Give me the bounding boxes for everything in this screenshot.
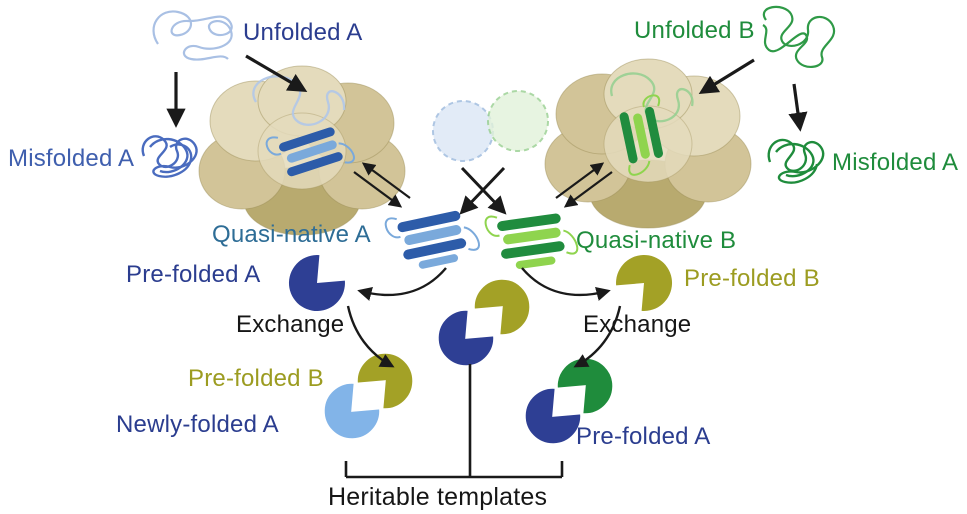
ribbon-in-chaperonin-left xyxy=(265,127,355,177)
substrate-loop-left xyxy=(252,75,346,126)
equilibrium-arrow-right-up xyxy=(555,162,605,199)
central-heterodimer-template xyxy=(425,266,543,379)
template-newly-folded-a xyxy=(311,340,426,452)
quasi-native-b-ribbon xyxy=(484,213,579,269)
unfolded-b-squiggle xyxy=(762,5,836,68)
exchange-arc-left-upper xyxy=(357,267,447,301)
label-pre-folded-b-lower: Pre-folded B xyxy=(188,365,324,392)
arrow-unfolded-b-to-chaperonin xyxy=(698,58,755,95)
label-exchange-left: Exchange xyxy=(236,311,345,338)
unfolded-a-squiggle xyxy=(152,10,233,61)
exchange-arc-left-lower xyxy=(346,305,395,368)
blocked-cross-arrow-2 xyxy=(459,166,506,215)
arrow-unfolded-a-to-chaperonin xyxy=(245,54,308,92)
central-template-blue-half xyxy=(425,302,502,379)
label-unfolded-a: Unfolded A xyxy=(243,19,363,46)
label-misfolded-a-left: Misfolded A xyxy=(8,145,135,172)
ghost-substrate-blue xyxy=(432,100,494,162)
label-pre-folded-a-upper: Pre-folded A xyxy=(126,261,261,288)
label-exchange-right: Exchange xyxy=(583,311,692,338)
equilibrium-arrow-left-up xyxy=(361,162,411,199)
exchange-arc-right-upper xyxy=(521,267,611,301)
exchange-arc-right-lower xyxy=(573,305,622,368)
quasi-native-a-ribbon xyxy=(384,210,480,269)
chaperonin-complex-right xyxy=(544,58,752,229)
label-misfolded-a-right: Misfolded A xyxy=(832,149,959,176)
misfolded-a-right-blob xyxy=(767,138,825,184)
arrow-unfolded-b-to-misfolded xyxy=(788,83,808,132)
arrows xyxy=(166,54,808,479)
ribbon-in-chaperonin-right xyxy=(619,94,663,176)
equilibrium-arrow-right-down xyxy=(563,171,613,208)
central-template-olive-half xyxy=(466,266,543,343)
label-newly-folded-a: Newly-folded A xyxy=(116,411,279,438)
heritable-bracket xyxy=(344,364,564,479)
misfolded-a-left-blob xyxy=(141,135,198,178)
label-heritable-templates: Heritable templates xyxy=(328,483,548,511)
label-pre-folded-b-upper: Pre-folded B xyxy=(684,265,820,292)
label-unfolded-b: Unfolded B xyxy=(634,17,755,44)
label-quasi-native-b: Quasi-native B xyxy=(576,227,737,254)
equilibrium-arrow-left-down xyxy=(353,171,403,208)
lower-left-olive-half xyxy=(349,340,426,417)
ghost-substrate-green xyxy=(487,90,549,152)
label-quasi-native-a: Quasi-native A xyxy=(212,221,371,248)
label-pre-folded-a-lower: Pre-folded A xyxy=(576,423,711,450)
